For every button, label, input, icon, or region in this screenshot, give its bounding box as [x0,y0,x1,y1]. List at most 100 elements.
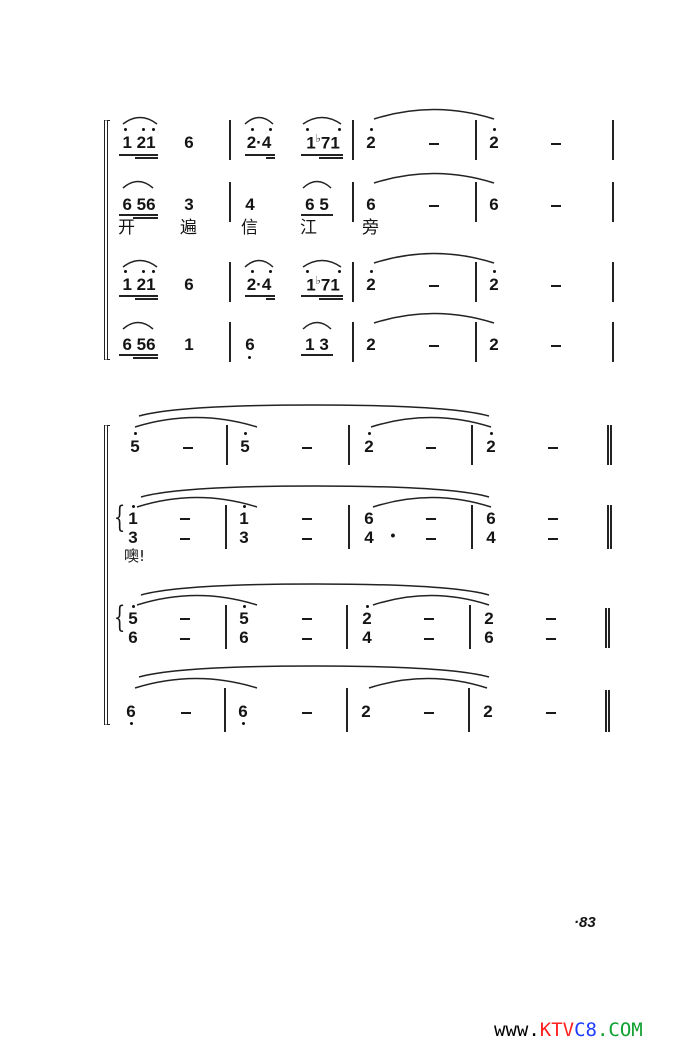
octave-dot [370,128,373,131]
dash [424,618,434,620]
system2-bracket [104,425,110,725]
tie [136,594,258,606]
note: 3 [184,195,194,214]
note: 6 [238,702,248,721]
tie [373,172,495,184]
note-group: 1♭71 [306,275,340,295]
note: 2 [489,275,499,294]
octave-dot [132,505,135,508]
octave-dot [490,432,493,435]
barline [468,688,470,732]
note-group: 2·4 [246,133,272,152]
barline [224,688,226,732]
underline [266,157,275,159]
underline [119,154,158,156]
long-slur [140,485,490,498]
dash [426,538,436,540]
note: 5 [240,437,250,456]
note: 6 [486,509,496,528]
octave-dot [134,432,137,435]
note: 6 [239,628,249,647]
underline [301,295,343,297]
lyric: 遍 [180,218,197,238]
dash [302,638,312,640]
octave-dot-low [248,356,251,359]
note: 6 [184,133,194,152]
barline [352,182,354,222]
octave-dot [493,270,496,273]
underline [319,298,343,300]
note: 2 [366,275,376,294]
slur [302,321,332,330]
octave-dot [370,270,373,273]
tie [372,594,490,606]
underline [245,295,275,297]
note: 2 [489,133,499,152]
octave-dot [142,128,145,131]
tie [372,496,492,508]
note: 5 [239,609,249,628]
slur [122,180,154,189]
dash [548,447,558,449]
slur [122,259,158,268]
barline [348,425,350,465]
note-group: 6 56 [122,195,156,214]
note-group: 1 3 [305,335,329,354]
underline [119,295,158,297]
slur [122,116,158,125]
note: 6 [366,195,376,214]
dash [429,285,439,287]
octave-dot [152,270,155,273]
note: 6 [184,275,194,294]
underline [266,298,275,300]
tie [370,416,492,428]
barline [475,120,477,160]
barline [229,182,231,222]
slur [244,259,274,268]
note: 6 [128,628,138,647]
note: 2 [483,702,493,721]
note: 4 [364,528,374,547]
tie [368,677,488,689]
slur [302,116,342,125]
note: 5 [128,609,138,628]
barline [352,120,354,160]
note: 2 [366,133,376,152]
watermark-suffix: .COM [596,1019,643,1041]
dash [302,518,312,520]
slur [244,116,274,125]
octave-dot [251,128,254,131]
octave-dot [306,128,309,131]
stray-dot: • [390,527,396,543]
final-barline [605,608,610,648]
barline [612,262,614,302]
octave-dot [124,270,127,273]
octave-dot [269,128,272,131]
note: 6 [489,195,499,214]
octave-dot [132,605,135,608]
note: 6 [484,628,494,647]
note: 2 [366,335,376,354]
octave-dot [338,128,341,131]
dash [551,285,561,287]
page-number: ·83 [574,914,596,931]
dash [551,205,561,207]
watermark-part1: KTV [539,1019,575,1041]
tie [134,677,258,689]
voice-brace: { [113,600,126,635]
dash [429,143,439,145]
note-group: 1♭71 [306,133,340,153]
octave-dot [306,270,309,273]
tie [373,312,495,324]
octave-dot-low [130,722,133,725]
barline [348,505,350,549]
note: 6 [364,509,374,528]
underline [301,214,333,216]
long-slur [138,404,490,417]
slur [122,321,154,330]
dash [181,712,191,714]
barline [471,425,473,465]
lyric: 开 [118,218,135,238]
dash [302,447,312,449]
dash [546,618,556,620]
